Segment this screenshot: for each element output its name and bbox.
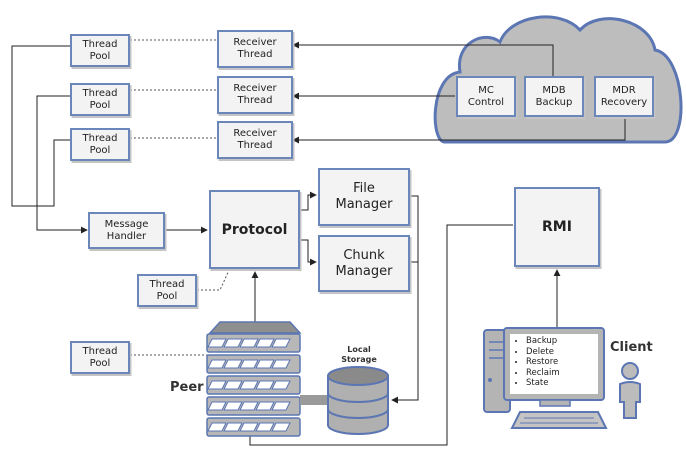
menu-item-reclaim: Reclaim: [526, 368, 560, 379]
thread-pool-label: Thread Pool: [82, 345, 118, 369]
protocol-label: Protocol: [221, 221, 288, 238]
menu-item-backup: Backup: [526, 336, 560, 347]
receiver-thread-label: Receiver Thread: [233, 128, 277, 151]
thread-pool-3: Thread Pool: [70, 128, 130, 161]
mdb-backup-label: MDB Backup: [535, 84, 573, 108]
file-storage-link: [391, 195, 419, 404]
thread-pool-5: Thread Pool: [70, 341, 130, 374]
peer-label: Peer: [170, 380, 204, 395]
client-menu-list: Backup Delete Restore Reclaim State: [514, 336, 560, 389]
menu-item-state: State: [526, 378, 560, 389]
thread-pool-label: Thread Pool: [82, 38, 118, 62]
mc-control-label: MC Control: [467, 84, 505, 108]
receiver-thread-label: Receiver Thread: [233, 37, 277, 60]
mc-control-box: MC Control: [456, 76, 516, 117]
protocol-chunk-link: [300, 239, 317, 266]
protocol-box: Protocol: [209, 190, 300, 269]
receiver-thread-2: Receiver Thread: [217, 76, 293, 114]
person-icon: [619, 362, 641, 419]
message-handler-label: Message Handler: [104, 218, 149, 242]
thread-pool-label: Thread Pool: [149, 278, 185, 302]
message-handler-box: Message Handler: [88, 212, 165, 249]
mdb-link: [292, 41, 554, 80]
mdr-link: [292, 116, 626, 144]
receiver-thread-3: Receiver Thread: [217, 121, 293, 159]
file-manager-box: File Manager: [318, 168, 410, 226]
receiver-thread-label: Receiver Thread: [233, 83, 277, 106]
local-storage-label: Local Storage: [341, 345, 377, 364]
mdb-backup-box: MDB Backup: [524, 76, 584, 117]
rmi-peer-link: [249, 224, 513, 446]
menu-item-restore: Restore: [526, 357, 560, 368]
pool-link-4: [197, 267, 231, 291]
file-manager-label: File Manager: [335, 181, 393, 212]
thread-pool-label: Thread Pool: [82, 87, 118, 111]
thread-pool-2: Thread Pool: [70, 83, 130, 116]
chunk-manager-label: Chunk Manager: [335, 247, 393, 279]
client-label: Client: [610, 340, 653, 355]
receiver-thread-1: Receiver Thread: [217, 30, 293, 68]
mdr-recovery-label: MDR Recovery: [600, 84, 648, 108]
protocol-file-link: [300, 191, 317, 211]
thread-pool-4: Thread Pool: [137, 274, 197, 307]
pool1-handler-link: [11, 45, 70, 207]
storage-cylinder-icon: [327, 366, 389, 435]
menu-item-delete: Delete: [526, 347, 560, 358]
thread-pool-1: Thread Pool: [70, 34, 130, 67]
rmi-label: RMI: [542, 219, 572, 235]
peer-server-icon: [206, 321, 302, 437]
pool3-handler-link: [50, 139, 70, 207]
mdr-recovery-box: MDR Recovery: [594, 76, 654, 117]
client-computer-icon: [483, 327, 608, 429]
thread-pool-label: Thread Pool: [82, 132, 118, 156]
pool2-handler-link: [36, 95, 88, 234]
chunk-manager-box: Chunk Manager: [318, 235, 410, 292]
rmi-box: RMI: [514, 187, 600, 267]
